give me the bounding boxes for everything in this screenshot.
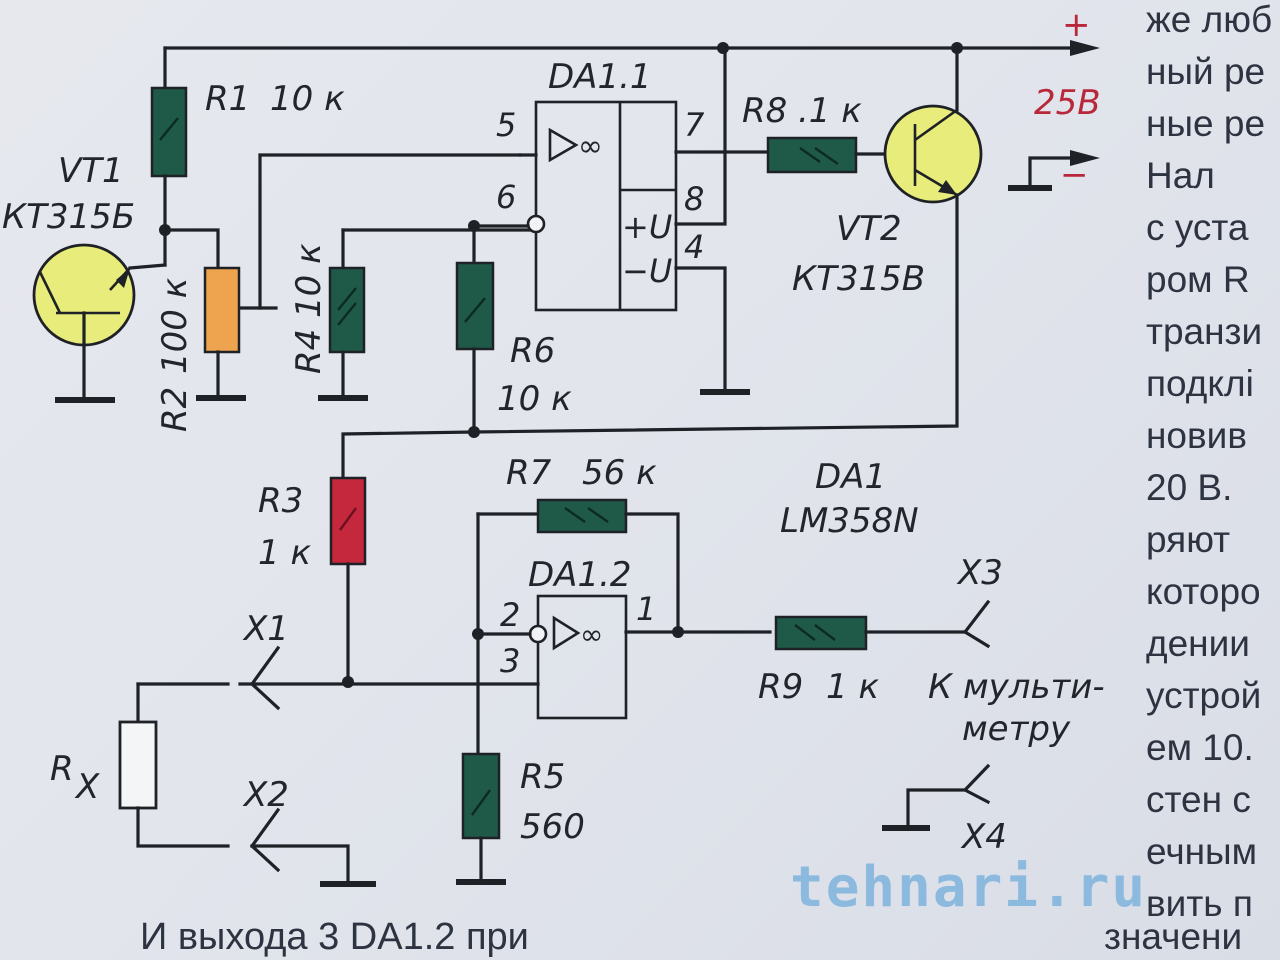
text-line: стен с	[1146, 779, 1251, 820]
junction-dot	[468, 426, 480, 438]
da1-1-ref: DA1.1	[548, 57, 652, 97]
resistor-r6	[455, 261, 495, 351]
da1-2-ref: DA1.2	[528, 555, 632, 595]
r1-ref: R1	[205, 79, 250, 119]
text-line: Нал	[1146, 155, 1215, 196]
pin-7: 7	[684, 106, 705, 144]
r2-ref: R2	[155, 387, 195, 432]
opamp-da1-1: ∞	[526, 100, 678, 312]
pin-8: 8	[684, 180, 704, 218]
text-line: же люб	[1146, 0, 1273, 40]
r3-ref: R3	[258, 481, 303, 521]
text-line: ный ре	[1146, 51, 1266, 92]
bottom-right-text: значени	[1104, 916, 1243, 957]
r1-value: 10 к	[270, 79, 345, 119]
r3-value: 1 к	[258, 533, 311, 573]
rx-subscript: X	[74, 767, 100, 807]
r8-ref: R8	[742, 91, 787, 131]
supply-minus-label: −	[1060, 155, 1089, 195]
text-line: ные ре	[1146, 103, 1266, 144]
pin-1: 1	[636, 590, 656, 628]
supply-rail-top	[163, 40, 1100, 56]
connector-x2[interactable]	[249, 807, 281, 873]
text-line: вить п	[1146, 883, 1253, 924]
watermark-logo: tehnari.ru	[790, 855, 1148, 920]
text-line: ряют	[1146, 519, 1231, 560]
r7-value: 56 к	[582, 453, 657, 493]
supply-plus-label: +	[1062, 5, 1091, 45]
text-line: 20 В.	[1146, 467, 1233, 508]
rx-label: R	[50, 749, 74, 789]
supply-voltage-label: 25В	[1034, 83, 1101, 123]
junction-dot	[672, 626, 684, 638]
r9-ref: R9	[758, 667, 803, 707]
pin-2: 2	[500, 596, 520, 634]
arrow-minus-icon	[1070, 150, 1100, 166]
multimeter-label-1: К мульти-	[928, 667, 1105, 707]
r9-value: 1 к	[826, 667, 879, 707]
r4-value: 10 к	[289, 243, 329, 318]
x3-label: X3	[956, 553, 1003, 593]
vt1-ref: VT1	[58, 151, 124, 191]
r6-value: 10 к	[497, 379, 572, 419]
resistor-r7	[536, 498, 628, 534]
svg-text:∞: ∞	[580, 618, 603, 651]
opamp-da1-2: ∞	[528, 594, 628, 720]
x1-label: X1	[242, 609, 289, 649]
text-line: устрой	[1146, 675, 1262, 716]
text-line: подклі	[1146, 363, 1254, 404]
resistor-r4	[328, 266, 366, 354]
text-line: дении	[1146, 623, 1250, 664]
text-line: ем 10.	[1146, 727, 1254, 768]
vt1-part: КТ315Б	[2, 197, 135, 237]
circuit-schematic: + 25В − R1 10 к VT1 КТ315Б R2 100 к	[2, 5, 1105, 887]
r2-value: 100 к	[155, 277, 195, 374]
x2-label: X2	[242, 775, 289, 815]
r8-value: .1 к	[798, 91, 862, 131]
supply-minus-output	[1008, 150, 1100, 191]
connector-x4[interactable]	[882, 763, 991, 831]
text-line: ечным	[1146, 831, 1258, 872]
article-text-column: же люб ный ре ные ре Нал с уста ром R тр…	[1146, 0, 1280, 930]
r5-value: 560	[520, 807, 585, 847]
r4-ref: R4	[289, 329, 329, 374]
resistor-r5	[461, 752, 501, 840]
transistor-vt1	[32, 243, 167, 403]
text-line: ром R	[1146, 259, 1250, 300]
pin-3: 3	[500, 642, 520, 680]
da1-1-plus-u: +U	[622, 208, 672, 246]
potentiometer-r2	[203, 266, 241, 354]
connector-x1[interactable]	[249, 645, 281, 711]
multimeter-label-2: метру	[962, 709, 1071, 749]
pin-5: 5	[496, 106, 516, 144]
pin-6: 6	[496, 178, 516, 216]
connector-x3[interactable]	[962, 599, 991, 649]
svg-text:∞: ∞	[578, 129, 603, 164]
da1-part: LM358N	[780, 501, 919, 541]
bottom-text-line: И выхода 3 DA1.2 при	[140, 916, 529, 958]
pin-4: 4	[684, 228, 704, 266]
text-line: транзи	[1146, 311, 1263, 352]
x4-label: X4	[960, 817, 1007, 857]
text-line: которо	[1146, 571, 1261, 612]
r6-ref: R6	[510, 331, 555, 371]
junction-dot	[342, 676, 354, 688]
da1-1-minus-u: −U	[622, 252, 672, 290]
resistor-r9	[774, 615, 868, 651]
da1-ref: DA1	[815, 457, 886, 497]
vt2-ref: VT2	[836, 209, 902, 249]
text-line: новив	[1146, 415, 1247, 456]
r5-ref: R5	[520, 757, 565, 797]
junction-dot	[717, 42, 729, 54]
vt2-part: КТ315В	[792, 259, 925, 299]
resistor-rx	[118, 720, 158, 810]
resistor-r1	[150, 86, 188, 178]
r7-ref: R7	[506, 453, 552, 493]
text-line: с уста	[1146, 207, 1249, 248]
arrow-plus-icon	[1070, 40, 1100, 56]
